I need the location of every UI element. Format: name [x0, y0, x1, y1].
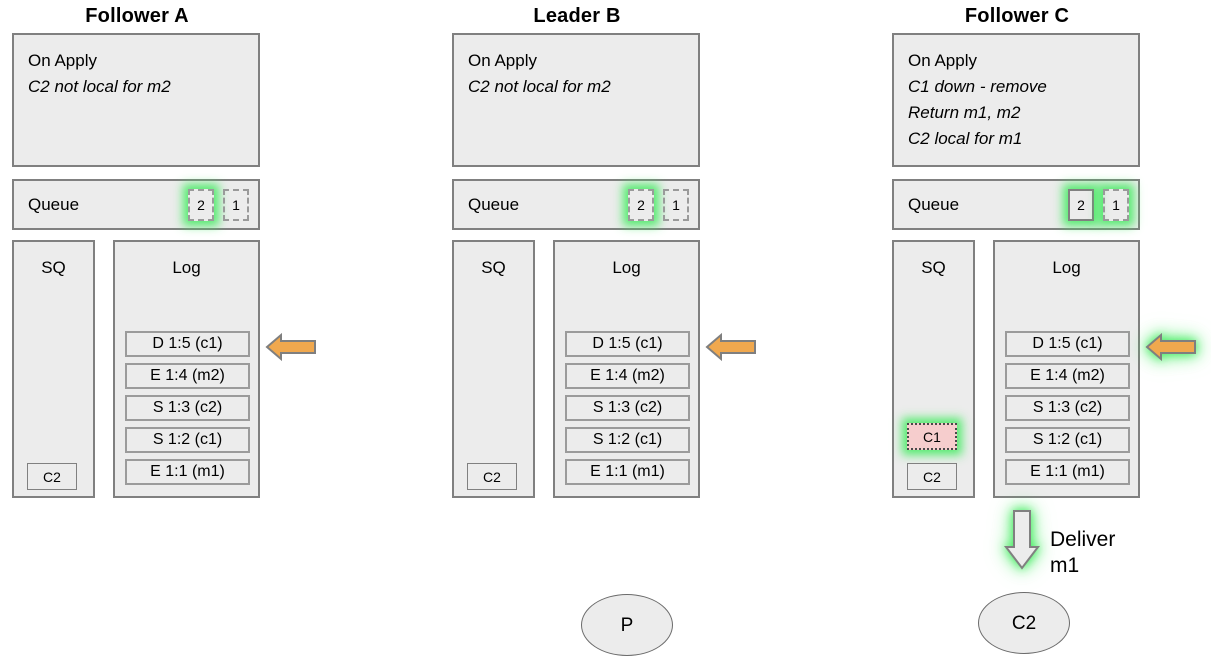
queue-slot-1[interactable]: 1 — [223, 189, 249, 221]
column-title-follower-c: Follower C — [964, 5, 1070, 27]
log-entry-1[interactable]: E 1:4 (m2) — [125, 363, 250, 389]
on-apply-heading: On Apply — [908, 51, 977, 70]
log-entry-3[interactable]: S 1:2 (c1) — [565, 427, 690, 453]
on-apply-panel-leader-b: On Apply C2 not local for m2 — [452, 33, 700, 167]
sq-title: SQ — [481, 258, 506, 277]
sq-panel-follower-a: SQ C2 — [12, 240, 95, 498]
log-entry-2[interactable]: S 1:3 (c2) — [565, 395, 690, 421]
node-ellipse-c2[interactable]: C2 — [978, 592, 1070, 654]
on-apply-line-1: C1 down - remove — [908, 77, 1047, 96]
queue-slot-list: 2 1 — [1068, 189, 1129, 221]
sq-panel-leader-b: SQ C2 — [452, 240, 535, 498]
queue-label: Queue — [28, 195, 80, 214]
sq-item-c2[interactable]: C2 — [907, 463, 957, 490]
queue-slot-list: 2 1 — [628, 189, 689, 221]
queue-slot-2[interactable]: 2 — [188, 189, 214, 221]
deliver-arrow-icon — [1003, 509, 1041, 571]
on-apply-line-1: C2 not local for m2 — [28, 77, 171, 96]
log-entry-3[interactable]: S 1:2 (c1) — [125, 427, 250, 453]
log-panel-follower-a: Log D 1:5 (c1) E 1:4 (m2) S 1:3 (c2) S 1… — [113, 240, 260, 498]
on-apply-lines: On Apply C2 not local for m2 — [28, 48, 252, 100]
log-entry-2[interactable]: S 1:3 (c2) — [125, 395, 250, 421]
on-apply-lines: On Apply C2 not local for m2 — [468, 48, 692, 100]
log-entry-0[interactable]: D 1:5 (c1) — [1005, 331, 1130, 357]
log-entry-4[interactable]: E 1:1 (m1) — [125, 459, 250, 485]
on-apply-panel-follower-a: On Apply C2 not local for m2 — [12, 33, 260, 167]
queue-slot-1[interactable]: 1 — [1103, 189, 1129, 221]
node-ellipse-p[interactable]: P — [581, 594, 673, 656]
on-apply-line-3: C2 local for m1 — [908, 129, 1023, 148]
on-apply-lines: On Apply C1 down - remove Return m1, m2 … — [908, 48, 1132, 152]
column-title-follower-a: Follower A — [85, 5, 189, 27]
on-apply-heading: On Apply — [28, 51, 97, 70]
on-apply-panel-follower-c: On Apply C1 down - remove Return m1, m2 … — [892, 33, 1140, 167]
log-title: Log — [172, 258, 201, 277]
log-entry-4[interactable]: E 1:1 (m1) — [1005, 459, 1130, 485]
on-apply-line-2: Return m1, m2 — [908, 103, 1021, 122]
commit-arrow-follower-a — [265, 332, 317, 362]
sq-item-c1[interactable]: C1 — [907, 423, 957, 450]
log-entry-0[interactable]: D 1:5 (c1) — [125, 331, 250, 357]
on-apply-line-1: C2 not local for m2 — [468, 77, 611, 96]
sq-item-c2[interactable]: C2 — [27, 463, 77, 490]
queue-label: Queue — [468, 195, 520, 214]
log-title: Log — [612, 258, 641, 277]
sq-item-c2[interactable]: C2 — [467, 463, 517, 490]
commit-arrow-leader-b — [705, 332, 757, 362]
queue-slot-2[interactable]: 2 — [628, 189, 654, 221]
queue-slot-2[interactable]: 2 — [1068, 189, 1094, 221]
on-apply-heading: On Apply — [468, 51, 537, 70]
queue-slot-list: 2 1 — [188, 189, 249, 221]
queue-panel-follower-a: Queue 2 1 — [12, 179, 260, 230]
queue-panel-leader-b: Queue 2 1 — [452, 179, 700, 230]
log-panel-leader-b: Log D 1:5 (c1) E 1:4 (m2) S 1:3 (c2) S 1… — [553, 240, 700, 498]
log-panel-follower-c: Log D 1:5 (c1) E 1:4 (m2) S 1:3 (c2) S 1… — [993, 240, 1140, 498]
log-entry-3[interactable]: S 1:2 (c1) — [1005, 427, 1130, 453]
sq-panel-follower-c: SQ C1 C2 — [892, 240, 975, 498]
log-title: Log — [1052, 258, 1081, 277]
deliver-label: Deliver m1 — [1050, 528, 1116, 577]
commit-arrow-follower-c — [1145, 332, 1197, 362]
sq-title: SQ — [41, 258, 66, 277]
log-entry-0[interactable]: D 1:5 (c1) — [565, 331, 690, 357]
queue-slot-1[interactable]: 1 — [663, 189, 689, 221]
log-entry-1[interactable]: E 1:4 (m2) — [565, 363, 690, 389]
sq-title: SQ — [921, 258, 946, 277]
queue-label: Queue — [908, 195, 960, 214]
column-title-leader-b: Leader B — [533, 5, 621, 27]
log-entry-1[interactable]: E 1:4 (m2) — [1005, 363, 1130, 389]
queue-panel-follower-c: Queue 2 1 — [892, 179, 1140, 230]
log-entry-4[interactable]: E 1:1 (m1) — [565, 459, 690, 485]
log-entry-2[interactable]: S 1:3 (c2) — [1005, 395, 1130, 421]
